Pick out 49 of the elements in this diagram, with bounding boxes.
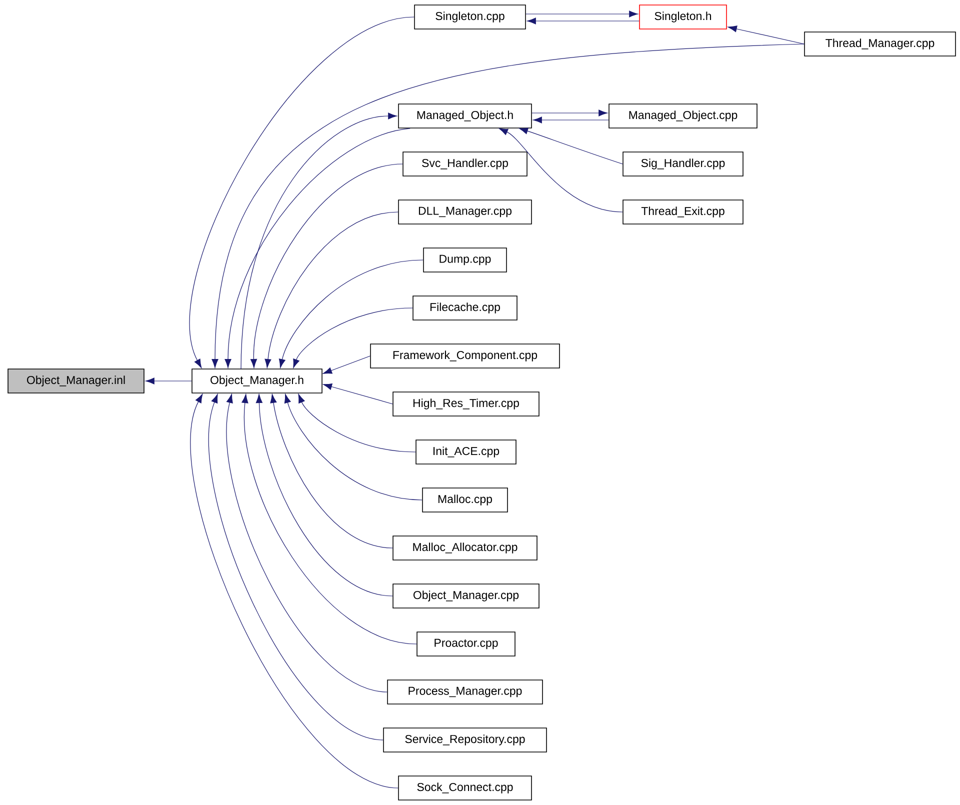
file-box: Thread_Manager.cpp — [804, 32, 956, 56]
file-box: Managed_Object.cpp — [608, 104, 758, 128]
file-box: Proactor.cpp — [416, 632, 516, 656]
file-box: Singleton.h — [639, 4, 727, 30]
file-box: Dump.cpp — [423, 248, 507, 272]
arrow — [208, 394, 384, 740]
arrow — [526, 10, 638, 18]
file-box: Managed_Object.h — [398, 104, 532, 128]
arrow — [190, 394, 398, 788]
arrow — [212, 44, 804, 368]
arrow — [278, 260, 424, 368]
arrow — [293, 308, 413, 368]
arrow — [322, 356, 370, 374]
file-box: High_Res_Timer.cpp — [392, 392, 540, 416]
file-box: Process_Manager.cpp — [387, 680, 543, 704]
arrow — [145, 378, 192, 384]
arrow — [250, 164, 403, 368]
arrow — [728, 26, 804, 44]
file-box: Object_Manager.inl — [8, 368, 144, 394]
arrow — [226, 394, 388, 692]
file-box: Malloc.cpp — [422, 488, 508, 512]
file-box: Service_Repository.cpp — [383, 728, 547, 752]
file-box: Malloc_Allocator.cpp — [392, 536, 538, 560]
arrow — [256, 394, 393, 596]
arrow — [240, 112, 398, 370]
file-box: Sig_Handler.cpp — [622, 152, 744, 176]
file-box: Singleton.cpp — [414, 4, 526, 30]
file-box: Filecache.cpp — [412, 296, 518, 320]
arrow — [298, 394, 416, 452]
arrow — [270, 394, 393, 548]
arrow — [322, 383, 393, 404]
file-box: Object_Manager.h — [192, 368, 322, 394]
arrow — [526, 18, 640, 24]
arrow — [224, 128, 410, 368]
arrow — [532, 110, 608, 116]
arrow — [264, 212, 398, 368]
arrow — [242, 394, 417, 644]
file-box: Thread_Exit.cpp — [622, 200, 744, 224]
arrow — [284, 394, 422, 500]
arrow — [498, 128, 623, 212]
file-box: Sock_Connect.cpp — [398, 776, 532, 800]
arrow — [518, 128, 623, 164]
file-box: Svc_Handler.cpp — [402, 152, 528, 176]
file-box: Init_ACE.cpp — [416, 440, 516, 464]
file-box: DLL_Manager.cpp — [398, 200, 532, 224]
arrow — [532, 116, 609, 124]
file-box: Framework_Component.cpp — [370, 344, 560, 368]
file-box: Object_Manager.cpp — [392, 584, 540, 608]
arrow — [190, 16, 414, 368]
